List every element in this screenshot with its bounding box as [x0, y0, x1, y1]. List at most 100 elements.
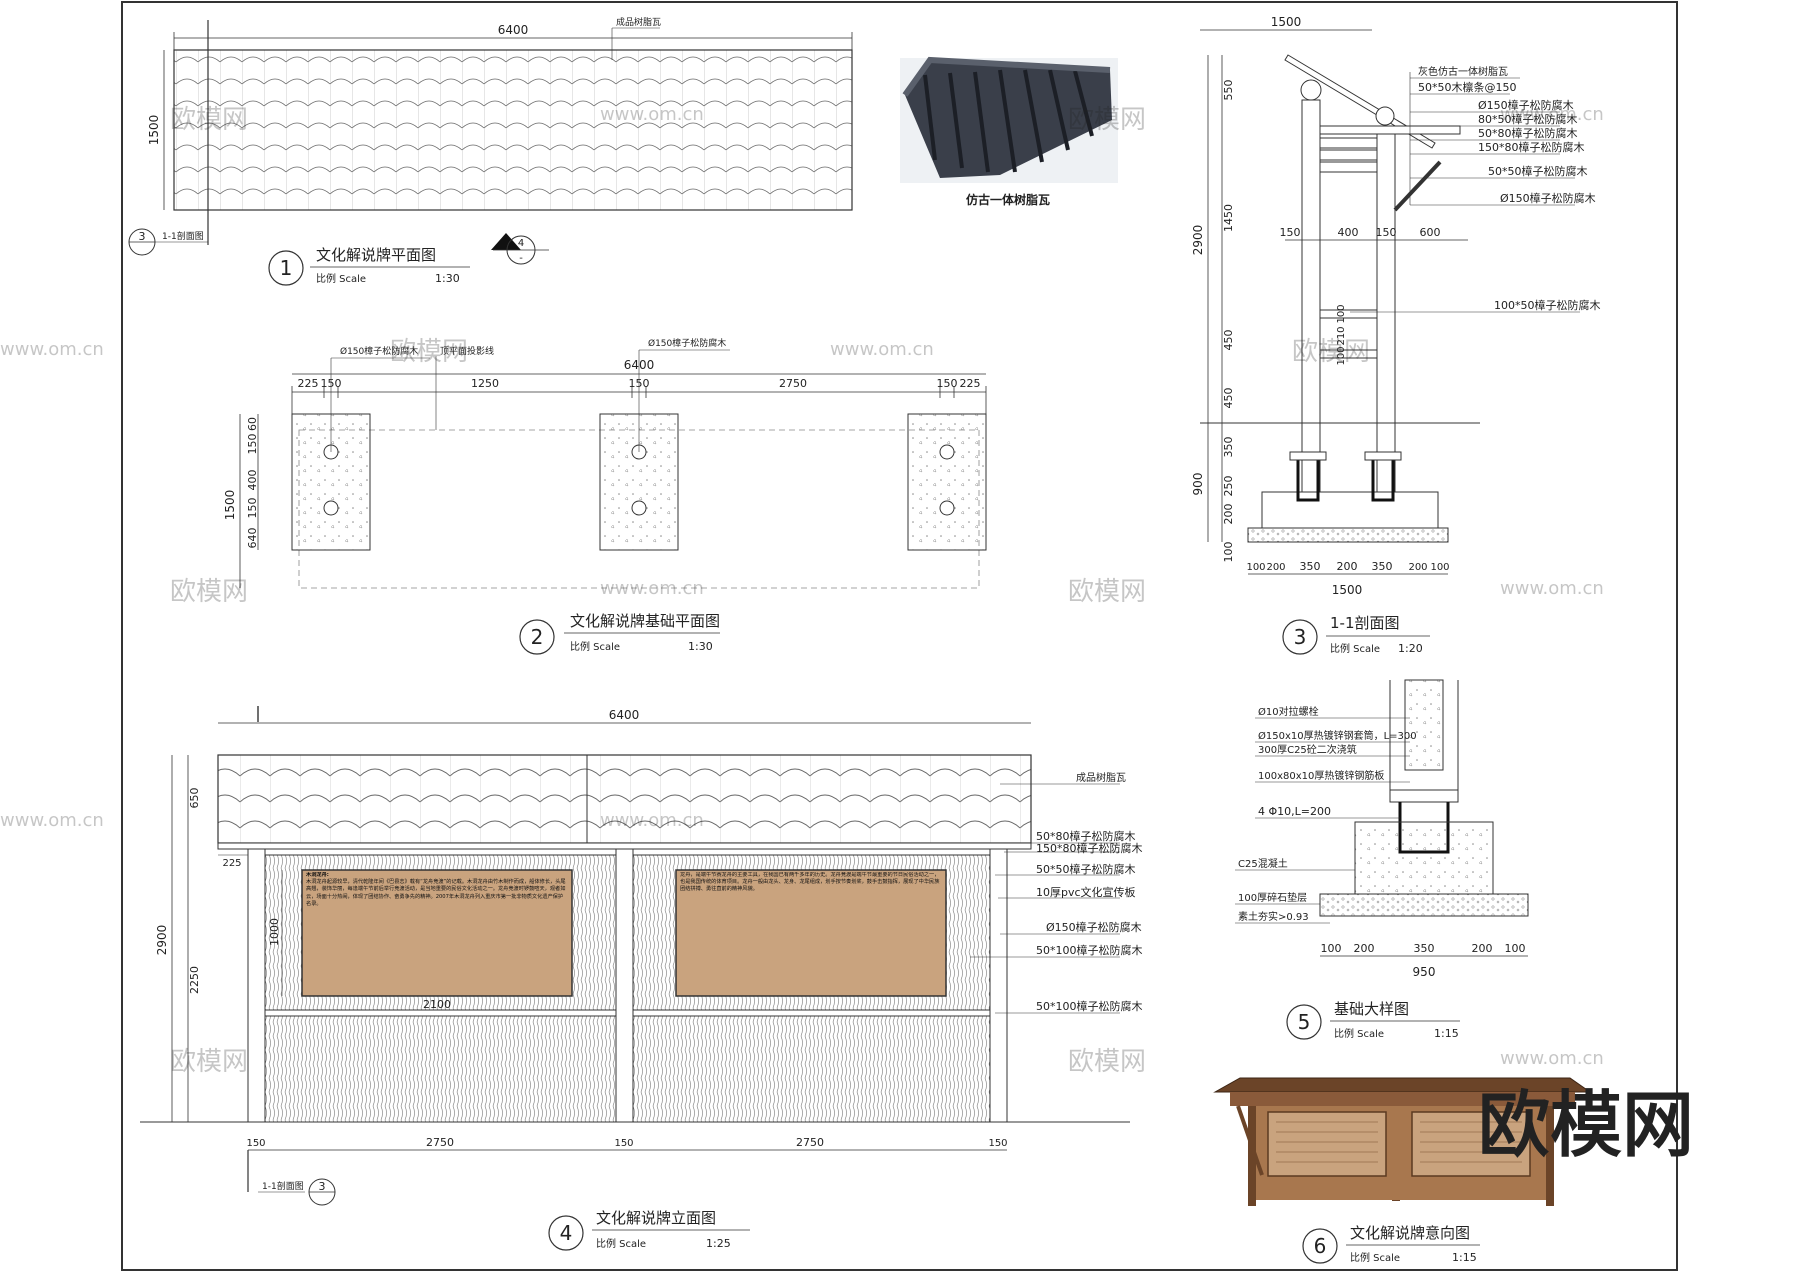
elev-board-left: [301, 869, 573, 997]
elev-board-right-text: 龙舟，是端午节赛龙舟的主要工具，在我国已有两千多年的历史。龙舟竞渡是端午节最重要…: [680, 872, 940, 893]
section-dim-left-1: 1450: [1222, 204, 1235, 232]
plan-tile-label: 成品树脂瓦: [616, 16, 661, 28]
watermark-url-5: www.om.cn: [600, 578, 704, 599]
section-label-6: 50*50樟子松防腐木: [1488, 164, 1588, 178]
section-dim-vmid-0: 100: [1336, 304, 1347, 323]
section-label-2: Ø150樟子松防腐木: [1478, 98, 1574, 112]
elev-title: 文化解说牌立面图: [596, 1209, 716, 1227]
section-title-no: 3: [1294, 625, 1307, 649]
detail-title: 基础大样图: [1334, 1000, 1409, 1018]
detail-dim-0: 100: [1321, 942, 1342, 955]
section-dim-left-5: 250: [1222, 476, 1235, 497]
section-dim-top: 1500: [1271, 15, 1302, 29]
foundation-label-post2: Ø150樟子松防腐木: [648, 337, 726, 349]
elev-label-4: 10厚pvc文化宣传板: [1036, 885, 1136, 899]
detail-title-circle: [1286, 1004, 1322, 1040]
render-scale-label: 比例 Scale: [1350, 1251, 1400, 1264]
render-title-circle: [1302, 1228, 1338, 1264]
foundation-detail: Ø10对拉螺栓 Ø150x10厚热镀锌钢套筒，L=300 300厚C25砼二次浇…: [1235, 679, 1529, 1040]
elev-dim-left-0: 650: [188, 788, 201, 809]
plan-view: 6400 1500 成品树脂瓦 3 1-1剖面图 4 - 1 文化解说牌平面图 …: [128, 16, 853, 286]
elev-dim-bot-3: 2750: [796, 1136, 824, 1149]
render-title: 文化解说牌意向图: [1350, 1224, 1470, 1242]
plan-roof: [173, 49, 853, 211]
sheet-border: [121, 1, 1678, 1271]
section-dim-left-0: 550: [1222, 80, 1235, 101]
section-label-4: 50*80樟子松防腐木: [1478, 126, 1578, 140]
section-scale: 1:20: [1398, 642, 1423, 655]
elev-label-6: 50*100樟子松防腐木: [1036, 943, 1143, 957]
elev-dim-bot-2: 150: [614, 1138, 633, 1149]
elev-board-left-text: 木洞龙舟起源较早，清代乾隆年间《巴县志》载有“龙舟竞渡”的记载。木洞龙舟由竹木制…: [306, 879, 566, 907]
footing-right: [907, 413, 987, 551]
watermark-brand-6: 欧模网: [1292, 337, 1370, 367]
section-dim-bot-2: 350: [1300, 560, 1321, 573]
foundation-dim-left-0: 60: [246, 417, 259, 431]
section-dim-mid-0: 150: [1280, 226, 1301, 239]
foundation-dim-6: 225: [960, 377, 981, 390]
elev-label-5: Ø150樟子松防腐木: [1046, 920, 1142, 934]
watermark-url-9: www.om.cn: [1500, 1048, 1604, 1069]
elev-label-0: 成品树脂瓦: [1076, 771, 1126, 784]
elev-dim-total: 6400: [609, 708, 640, 722]
foundation-dim-4: 2750: [779, 377, 807, 390]
foundation-scale-label: 比例 Scale: [570, 640, 620, 653]
render-view: 6 文化解说牌意向图 比例 Scale 1:15: [1213, 1077, 1592, 1264]
render-scale: 1:15: [1452, 1251, 1477, 1264]
elev-dim-225: 225: [222, 858, 241, 869]
detail-label-0: Ø10对拉螺栓: [1258, 705, 1319, 718]
section-dim-bot-5: 200: [1408, 562, 1427, 573]
section-dim-left-2: 450: [1222, 330, 1235, 351]
section-dim-bot-0: 100: [1246, 562, 1265, 573]
section-label-7: Ø150樟子松防腐木: [1500, 191, 1596, 205]
watermark-url-2: www.om.cn: [1500, 104, 1604, 125]
foundation-dim-left-1: 150: [246, 434, 259, 455]
section-dim-mid-3: 600: [1420, 226, 1441, 239]
foundation-dim-left-2: 400: [246, 470, 259, 491]
section-dim-mid-2: 150: [1376, 226, 1397, 239]
plan-scale-label: 比例 Scale: [316, 272, 366, 285]
elev-dim-bot-4: 150: [988, 1138, 1007, 1149]
detail-label-4: 4 Φ10,L=200: [1258, 805, 1331, 818]
section-label-5: 150*80樟子松防腐木: [1478, 140, 1585, 154]
elev-post-left: [247, 848, 266, 1123]
elev-roof: [217, 754, 1032, 844]
section-dim-total-upper: 2900: [1191, 225, 1205, 256]
elevation-view: 6400 木洞龙舟: 木洞龙舟起源较早，清代乾隆年间《巴县志》载有“龙舟竞渡”的…: [140, 706, 1143, 1251]
section-dim-bot-6: 100: [1430, 562, 1449, 573]
foundation-dim-2: 1250: [471, 377, 499, 390]
foundation-label-roof: 顶平面投影线: [440, 345, 494, 357]
section-view: 1500 550 1450 450 450 350 250 200 10: [1191, 15, 1601, 655]
tile-photo: 仿古一体树脂瓦: [900, 56, 1118, 207]
section-dim-bot-4: 350: [1372, 560, 1393, 573]
elev-dim-2100: 2100: [423, 998, 451, 1011]
elev-scale-label: 比例 Scale: [596, 1237, 646, 1250]
detail-dim-4: 100: [1505, 942, 1526, 955]
detail-label-2: 300厚C25砼二次浇筑: [1258, 743, 1357, 756]
section-dim-mid-1: 400: [1338, 226, 1359, 239]
elev-dim-left-total: 2900: [155, 925, 169, 956]
section-title: 1-1剖面图: [1330, 614, 1400, 632]
foundation-title-no: 2: [531, 625, 544, 649]
section-dim-bot-total: 1500: [1332, 583, 1363, 597]
elev-label-2: 150*80樟子松防腐木: [1036, 841, 1143, 855]
foundation-dim-0: 225: [298, 377, 319, 390]
section-label-0: 灰色仿古一体树脂瓦: [1418, 65, 1508, 78]
detail-label-5: C25混凝土: [1238, 857, 1288, 870]
foundation-dim-left-3: 150: [246, 498, 259, 519]
plan-dim-width: 6400: [498, 23, 529, 37]
foundation-dim-left-4: 640: [246, 528, 259, 549]
elev-section-ref-no: 3: [319, 1180, 326, 1193]
plan-title: 文化解说牌平面图: [316, 246, 436, 264]
plan-title-no: 1: [280, 256, 293, 280]
watermark-url-3: www.om.cn: [0, 339, 104, 360]
elev-board-right: [675, 869, 947, 997]
watermarks: 欧模网 欧模网 欧模网 欧模网 欧模网 欧模网 欧模网 欧模网 www.om.c…: [0, 104, 1604, 1077]
detail-dim-1: 200: [1354, 942, 1375, 955]
section-label-8: 100*50樟子松防腐木: [1494, 298, 1601, 312]
detail-label-1: Ø150x10厚热镀锌钢套筒，L=300: [1258, 729, 1417, 742]
detail-label-3: 100x80x10厚热镀锌钢筋板: [1258, 769, 1384, 782]
foundation-scale: 1:30: [688, 640, 713, 653]
elev-title-circle: [548, 1215, 584, 1251]
